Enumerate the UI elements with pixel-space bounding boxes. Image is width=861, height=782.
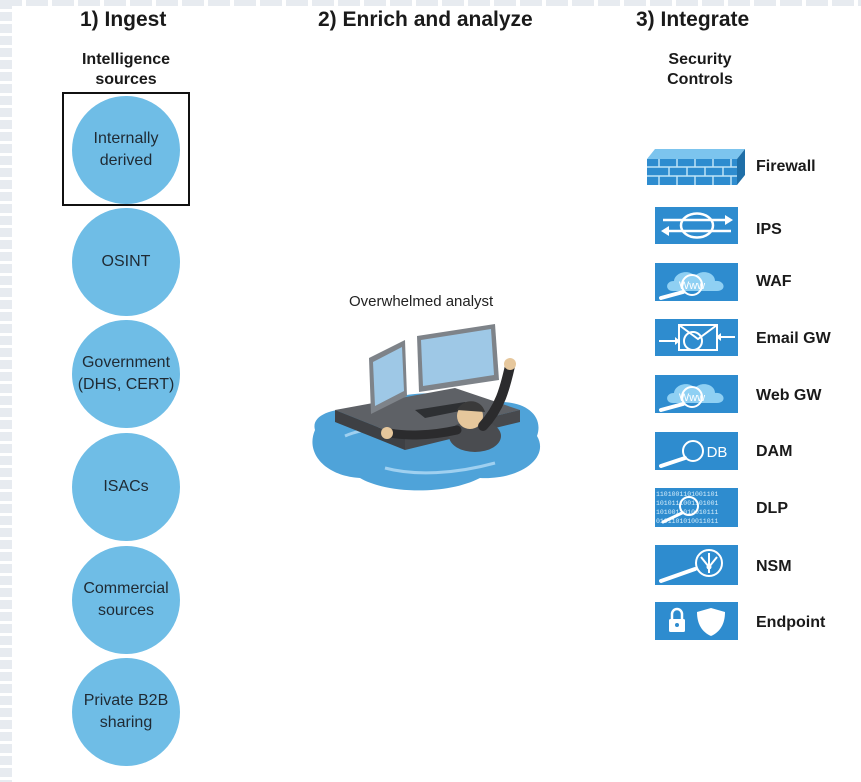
control-label-firewall: Firewall bbox=[756, 158, 816, 175]
email-gw-envelope-icon bbox=[655, 319, 738, 356]
source-osint: OSINT bbox=[72, 208, 180, 316]
control-label-email-gw: Email GW bbox=[756, 330, 831, 347]
subheading-line: Controls bbox=[667, 71, 733, 88]
overwhelmed-analyst-illustration bbox=[312, 324, 541, 491]
web-gw-www-cloud-icon: Www bbox=[655, 375, 738, 413]
nsm-network-monitor-icon bbox=[655, 545, 738, 585]
source-internally-derived: Internally derived bbox=[72, 96, 180, 204]
control-label-dam: DAM bbox=[756, 443, 793, 460]
control-label-endpoint: Endpoint bbox=[756, 614, 826, 631]
control-label-web-gw: Web GW bbox=[756, 387, 822, 404]
source-label: Internally bbox=[93, 130, 159, 147]
firewall-icon bbox=[647, 149, 745, 185]
heading-integrate: 3) Integrate bbox=[636, 8, 750, 31]
dam-icon-text: DB bbox=[707, 444, 728, 461]
subheading-security-controls: Security Controls bbox=[640, 50, 760, 90]
dlp-binary-row: 0101101010011011 bbox=[656, 518, 719, 525]
control-label-ips: IPS bbox=[756, 221, 782, 238]
source-label: Commercial bbox=[83, 580, 169, 597]
control-label-waf: WAF bbox=[756, 273, 792, 290]
source-private-b2b: Private B2B sharing bbox=[72, 658, 180, 766]
top-dashed-frame bbox=[0, 0, 861, 6]
heading-enrich-analyze: 2) Enrich and analyze bbox=[318, 8, 533, 31]
heading-ingest: 1) Ingest bbox=[80, 8, 167, 31]
waf-www-cloud-icon: Www bbox=[655, 263, 738, 301]
dlp-binary-row: 1101001101001101 bbox=[656, 491, 719, 498]
source-commercial: Commercial sources bbox=[72, 546, 180, 654]
dlp-binary-data-icon: 1101001101001101 1010111001101001 101001… bbox=[655, 488, 738, 527]
source-government: Government (DHS, CERT) bbox=[72, 320, 180, 428]
source-label: (DHS, CERT) bbox=[77, 376, 175, 393]
highlight-box bbox=[62, 92, 190, 206]
source-label: sources bbox=[97, 602, 155, 619]
analyst-label: Overwhelmed analyst bbox=[349, 293, 494, 310]
dam-database-search-icon: DB bbox=[655, 432, 738, 470]
subheading-line: Security bbox=[668, 51, 732, 68]
dlp-binary-row: 1010111001101001 bbox=[656, 500, 719, 507]
ips-icon bbox=[655, 207, 738, 244]
subheading-intelligence-sources: Intelligence sources bbox=[66, 50, 186, 90]
subheading-line: Intelligence bbox=[81, 51, 171, 68]
source-label: OSINT bbox=[101, 253, 151, 270]
dlp-binary-row: 1010011010010111 bbox=[656, 509, 719, 516]
source-label: derived bbox=[99, 152, 153, 169]
svg-text:Www: Www bbox=[679, 280, 705, 292]
subheading-line: sources bbox=[95, 71, 157, 88]
source-label: Private B2B bbox=[83, 692, 169, 709]
control-label-nsm: NSM bbox=[756, 558, 792, 575]
control-label-dlp: DLP bbox=[756, 500, 788, 517]
endpoint-lock-shield-icon bbox=[655, 602, 738, 640]
svg-text:Www: Www bbox=[679, 392, 705, 404]
source-label: Government bbox=[81, 354, 171, 371]
left-dashed-frame bbox=[0, 0, 12, 782]
source-label: sharing bbox=[99, 714, 153, 731]
source-isacs: ISACs bbox=[72, 433, 180, 541]
source-label: ISACs bbox=[103, 478, 149, 495]
